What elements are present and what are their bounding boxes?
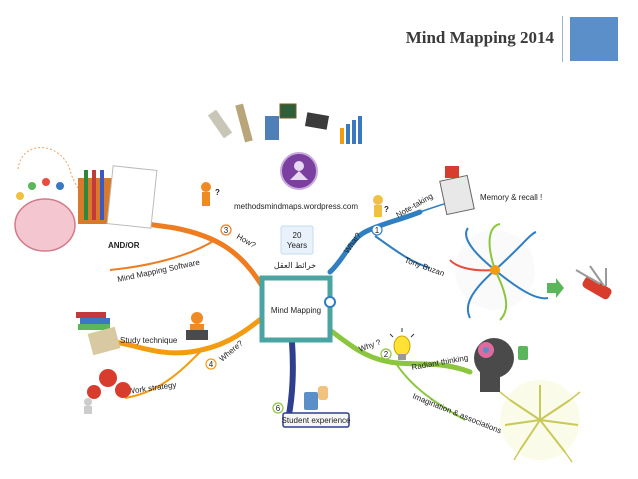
arabic-title: خرائط العقل [274, 261, 316, 270]
twenty-years-badge [280, 225, 314, 255]
blog-url: methodsmindmaps.wordpress.com [234, 202, 358, 211]
branch-who-label: Student experience [282, 416, 351, 425]
twenty-years-number: 20 [293, 231, 302, 240]
branch-how-number: 3 [224, 226, 229, 235]
branch-how-label: How? [235, 232, 258, 250]
branch-how-number-badge [220, 224, 232, 236]
branch-what-memory: Memory & recall ! [480, 193, 542, 202]
branch-why-number: 2 [384, 350, 389, 359]
branch-why-number-badge [380, 348, 392, 360]
branch-what-buzan: Tony Buzan [403, 255, 445, 278]
twenty-years-word: Years [287, 241, 307, 250]
center-node-border [259, 275, 333, 343]
branch-where-work [124, 351, 201, 399]
branch-what-label: What? [342, 231, 363, 256]
branch-how-software [109, 239, 216, 271]
branch-why-imagination: Imagination & associations [411, 392, 503, 436]
thumbs-up-icon [304, 386, 328, 410]
branch-why-imagination [394, 361, 466, 421]
green-figure-icon [518, 346, 528, 360]
title-divider [562, 16, 563, 62]
brain-and-pencils-illustration [14, 165, 158, 252]
head-brain-icon [474, 338, 514, 392]
branch-where-number-badge [205, 358, 217, 370]
blog-logo-figure-head [294, 161, 304, 171]
question-mark-person-what: ? [373, 195, 389, 217]
branch-where-number: 4 [209, 360, 214, 369]
corner-accent-square [570, 17, 618, 61]
tree-network-icon [499, 380, 581, 463]
branch-where-study: Study technique [120, 336, 178, 345]
center-node-label: Mind Mapping [271, 306, 321, 315]
swiss-knife-icon [575, 265, 612, 300]
branch-where-work: Work strategy [127, 380, 177, 396]
branch-what-number-badge [371, 224, 383, 236]
person-laptop-icon [186, 312, 208, 340]
blog-logo-figure-body [290, 171, 308, 180]
svg-text:?: ? [384, 205, 389, 214]
branch-how-andor [17, 147, 121, 225]
branch-who [285, 339, 296, 423]
svg-text:?: ? [215, 188, 220, 197]
branch-what-buzan [374, 235, 431, 269]
branch-how-andor: AND/OR [108, 241, 140, 250]
arrow-right-icon [547, 278, 564, 298]
branch-who-number-badge [272, 402, 284, 414]
branch-why [327, 327, 473, 375]
branch-what [327, 209, 423, 275]
branch-where [112, 315, 265, 356]
education-icons-cluster [207, 103, 362, 144]
branch-why-label: Why ? [358, 337, 383, 353]
student-experience-box [282, 412, 350, 428]
tony-buzan-mindmap-thumbnail [449, 223, 549, 321]
lightbulb-icon [389, 328, 415, 360]
slide-title: Mind Mapping 2014 [405, 28, 554, 47]
branch-who-number: 6 [276, 404, 281, 413]
books-icon [76, 312, 121, 356]
question-mark-person-how: ? [201, 182, 220, 206]
gears-icon [84, 369, 131, 414]
clipboard-icon [439, 166, 475, 216]
center-connector-dot [324, 296, 336, 308]
branch-what-number: 1 [375, 226, 380, 235]
